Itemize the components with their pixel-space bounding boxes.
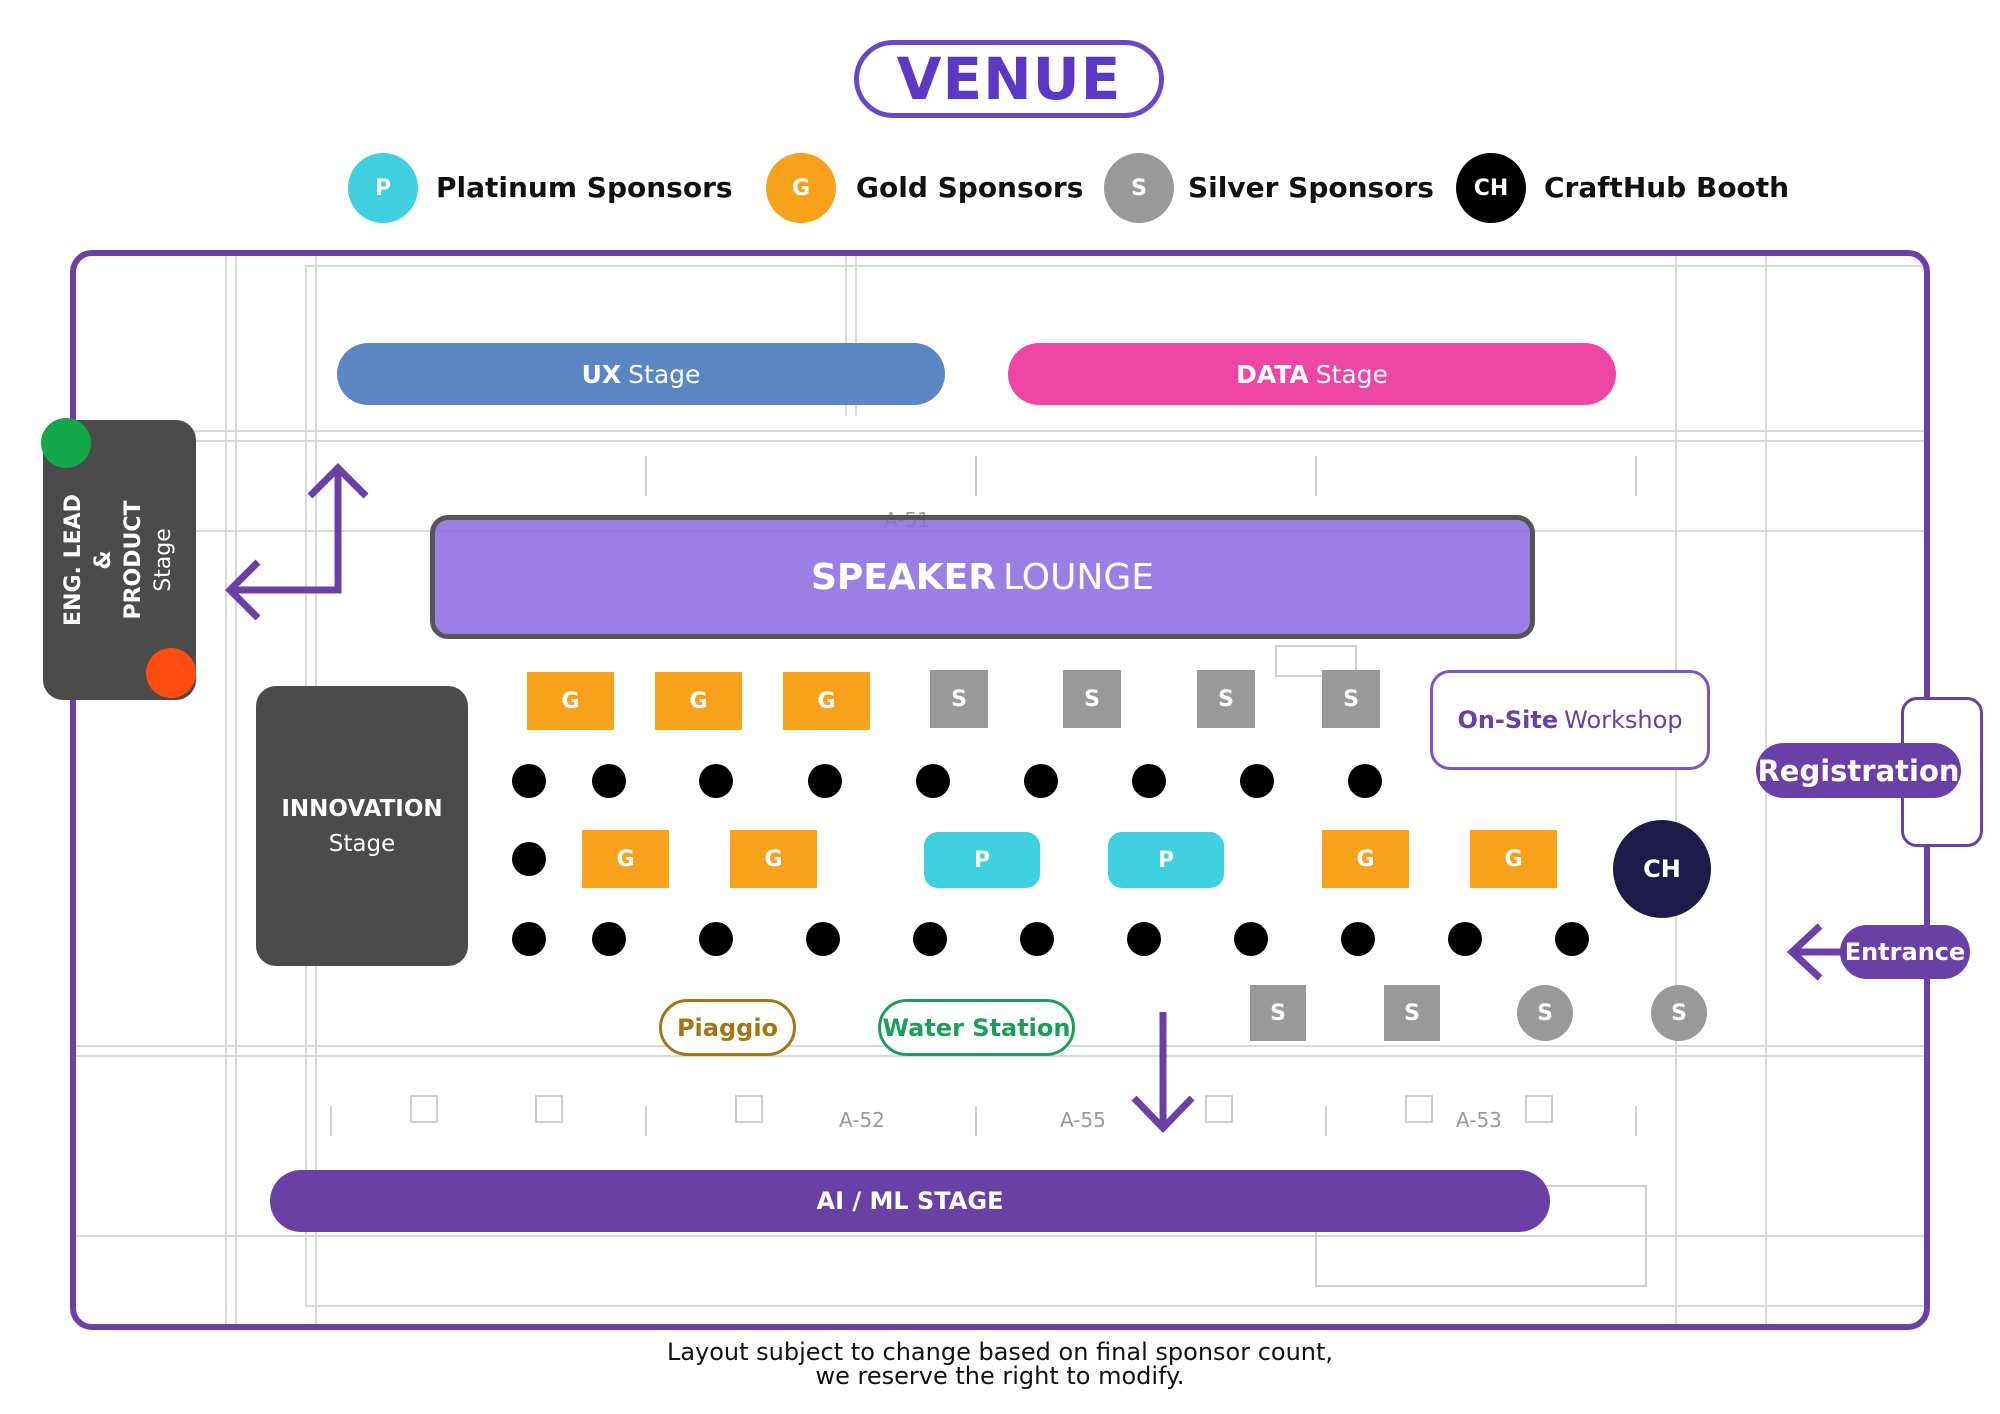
eng-stage-line4: Stage: [151, 528, 176, 592]
crafthub-booth[interactable]: CH: [1613, 820, 1711, 918]
venue-title: VENUE: [854, 40, 1164, 118]
gold-booth[interactable]: G: [582, 830, 669, 888]
table-dot-icon: [1341, 922, 1375, 956]
down-arrow-icon: [1131, 1012, 1195, 1134]
table-dot-icon: [806, 922, 840, 956]
crafthub-legend-label: CraftHub Booth: [1544, 171, 1790, 204]
innovation-stage-suffix: Stage: [328, 831, 396, 857]
platinum-legend-icon: P: [348, 153, 418, 223]
data-stage-suffix: Stage: [1315, 359, 1388, 389]
workshop-name: On-Site: [1457, 706, 1559, 734]
table-dot-icon: [592, 922, 626, 956]
platinum-booth[interactable]: P: [924, 832, 1040, 888]
silver-booth[interactable]: S: [1384, 985, 1440, 1041]
layout-note-line2: we reserve the right to modify.: [815, 1362, 1185, 1390]
ux-stage-suffix: Stage: [628, 359, 701, 389]
silver-booth[interactable]: S: [1322, 670, 1380, 728]
layout-note: Layout subject to change based on final …: [560, 1340, 1440, 1388]
entrance-arrow-icon: [1786, 923, 1846, 981]
silver-booth[interactable]: S: [1517, 985, 1573, 1041]
registration-label[interactable]: Registration: [1756, 743, 1961, 798]
layout-note-line1: Layout subject to change based on final …: [666, 1338, 1334, 1366]
table-dot-icon: [512, 922, 546, 956]
table-dot-icon: [1555, 922, 1589, 956]
plan-label: A-53: [1456, 1108, 1502, 1132]
eng-stage-label: ENG. LEAD & PRODUCT Stage: [44, 420, 194, 700]
silver-booth[interactable]: S: [1197, 670, 1255, 728]
piaggio-label[interactable]: Piaggio: [659, 999, 796, 1056]
speaker-lounge-name: SPEAKER: [810, 556, 996, 598]
gold-legend-icon: G: [766, 153, 836, 223]
plan-label: A-52: [839, 1108, 885, 1132]
table-dot-icon: [1240, 764, 1274, 798]
ai-ml-stage[interactable]: AI / ML STAGE: [270, 1170, 1550, 1232]
table-dot-icon: [512, 764, 546, 798]
speaker-lounge-suffix: LOUNGE: [1002, 556, 1154, 598]
table-dot-icon: [1020, 922, 1054, 956]
eng-stage-line2: &: [91, 550, 116, 570]
platinum-booth[interactable]: P: [1108, 832, 1224, 888]
silver-booth[interactable]: S: [1651, 985, 1707, 1041]
silver-booth[interactable]: S: [1250, 985, 1306, 1041]
table-dot-icon: [512, 842, 546, 876]
table-dot-icon: [699, 764, 733, 798]
gold-legend-label: Gold Sponsors: [856, 171, 1084, 204]
silver-booth[interactable]: S: [1063, 670, 1121, 728]
water-station-label[interactable]: Water Station: [878, 999, 1075, 1056]
gold-booth[interactable]: G: [655, 672, 742, 730]
table-dot-icon: [1132, 764, 1166, 798]
entrance-label[interactable]: Entrance: [1840, 925, 1970, 979]
innovation-stage[interactable]: INNOVATION Stage: [256, 686, 468, 966]
gold-booth[interactable]: G: [527, 672, 614, 730]
innovation-stage-name: INNOVATION: [281, 796, 443, 822]
silver-legend-icon: S: [1104, 153, 1174, 223]
data-stage-name: DATA: [1236, 359, 1309, 389]
table-dot-icon: [1348, 764, 1382, 798]
table-dot-icon: [913, 922, 947, 956]
plan-label: A-55: [1060, 1108, 1106, 1132]
green-marker-icon: [41, 418, 91, 468]
table-dot-icon: [1127, 922, 1161, 956]
silver-legend-label: Silver Sponsors: [1188, 171, 1434, 204]
table-dot-icon: [1448, 922, 1482, 956]
ux-stage-name: UX: [581, 359, 622, 389]
eng-stage-line1: ENG. LEAD: [61, 494, 86, 626]
table-dot-icon: [1024, 764, 1058, 798]
eng-lead-product-stage[interactable]: ENG. LEAD & PRODUCT Stage: [41, 418, 196, 700]
orange-marker-icon: [146, 648, 196, 698]
gold-booth[interactable]: G: [1322, 830, 1409, 888]
eng-stage-line3: PRODUCT: [121, 500, 146, 620]
crafthub-legend-icon: CH: [1456, 153, 1526, 223]
workshop-suffix: Workshop: [1564, 706, 1683, 734]
gold-booth[interactable]: G: [1470, 830, 1557, 888]
platinum-legend-label: Platinum Sponsors: [436, 171, 733, 204]
gold-booth[interactable]: G: [783, 672, 870, 730]
table-dot-icon: [699, 922, 733, 956]
table-dot-icon: [592, 764, 626, 798]
gold-booth[interactable]: G: [730, 830, 817, 888]
table-dot-icon: [808, 764, 842, 798]
table-dot-icon: [916, 764, 950, 798]
path-arrow-icon: [225, 463, 369, 620]
silver-booth[interactable]: S: [930, 670, 988, 728]
table-dot-icon: [1234, 922, 1268, 956]
